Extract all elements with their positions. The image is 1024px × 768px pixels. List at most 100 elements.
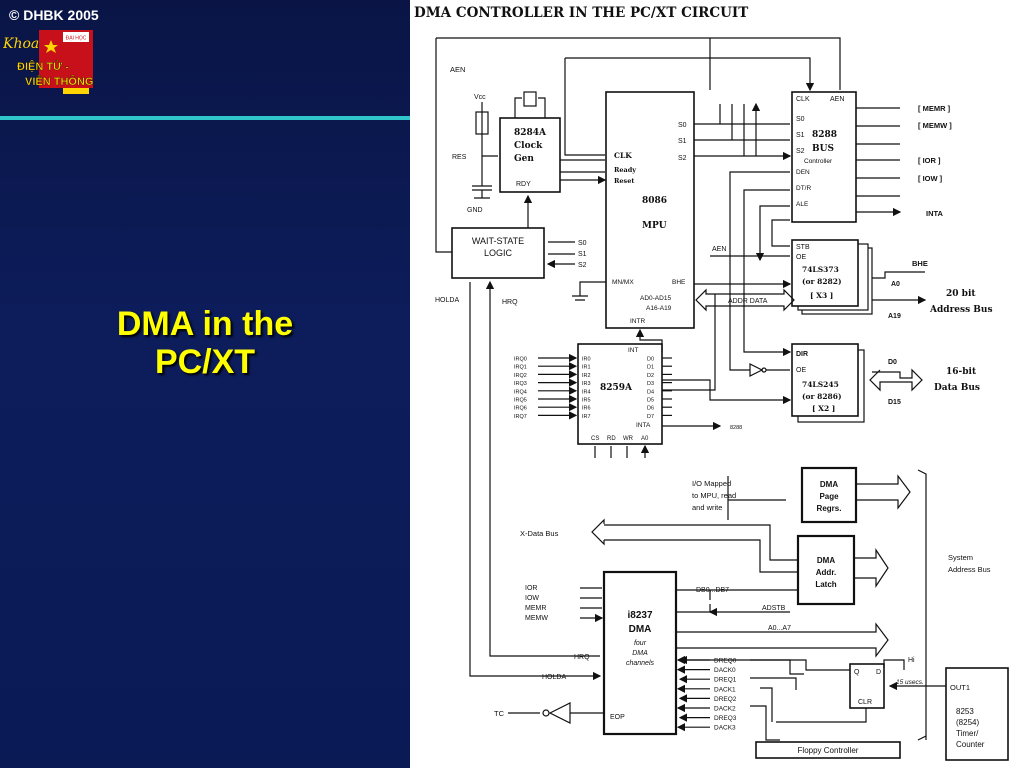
pic-wr: WR (623, 436, 634, 442)
slide-left-panel: © DHBK 2005 ĐẠI HỌC Khoa ĐIỆN TỬ - VIỄN … (0, 0, 410, 768)
pic-d-6: D6 (647, 406, 654, 412)
bus-out-memr: [ MEMR ] (918, 104, 951, 113)
holda-left-label: HOLDA (435, 297, 459, 304)
crystal-leads (514, 97, 546, 118)
tc-label: TC (494, 709, 505, 718)
a19-label: A19 (888, 313, 901, 320)
irq-label-4: IRQ4 (514, 389, 527, 395)
wait-state-logic-box (451, 227, 545, 279)
bus-out-memw: [ MEMW ] (918, 121, 952, 130)
bus-dtr: DT/R (796, 185, 811, 192)
pic-a0: A0 (641, 436, 649, 442)
logo-line2: VIỄN THÔNG (25, 75, 93, 88)
rdy-label: RDY (516, 181, 531, 188)
pic-bottom-inputs (594, 446, 645, 458)
ir-in-6: IR6 (582, 406, 591, 412)
crystal-icon (523, 91, 537, 107)
ff-clr-link (776, 708, 867, 723)
addrbus-line2: Address Bus (929, 305, 993, 315)
dma-ctrl-iow: IOW (525, 595, 539, 602)
mpu-s0: S0 (678, 122, 687, 129)
bus-out-iow: [ IOW ] (918, 174, 943, 183)
logo-line1: ĐIỆN TỬ - (17, 60, 69, 73)
clock-outputs (560, 159, 605, 180)
flip-flop-chip (849, 663, 885, 709)
pic-d-1: D1 (647, 365, 654, 371)
dma-hrq-label: HRQ (574, 654, 590, 661)
gnd-label: GND (467, 207, 483, 214)
res-network (472, 102, 498, 199)
mpu-intr: INTR (630, 318, 645, 325)
databus-line2: Data Bus (934, 383, 980, 393)
page-line1: DMA (820, 480, 838, 489)
mpu-name1: 8086 (642, 196, 667, 206)
faculty-logo: ĐẠI HỌC Khoa ĐIỆN TỬ - VIỄN THÔNG (3, 30, 94, 94)
irq-label-6: IRQ6 (514, 406, 527, 412)
pic-d-0: D0 (647, 357, 654, 363)
inta-8288-label: 8288 (730, 425, 742, 431)
mpu-s1: S1 (678, 138, 687, 145)
addrlatch-line3: Latch (815, 580, 836, 589)
mpu-reset: Reset (614, 177, 634, 185)
dma-sub2: DMA (632, 650, 648, 657)
vcc-label: Vcc (474, 94, 486, 101)
mpu-clk: CLK (614, 151, 632, 160)
xcvr-chip (791, 343, 859, 417)
dreq-label-6: DREQ3 (714, 715, 737, 722)
star-icon (44, 40, 58, 53)
logo-footer-bar (63, 88, 89, 94)
mpu-status-lines (694, 123, 790, 156)
mnmx-ground (572, 281, 606, 301)
hrq-left-label: HRQ (502, 299, 518, 306)
pic-d-3: D3 (647, 381, 654, 387)
timer-name4: Counter (956, 740, 985, 749)
system-bus-bracket (917, 469, 927, 741)
waitstate-line2: LOGIC (484, 248, 513, 258)
xcvr-oe: OE (796, 367, 806, 374)
dma-sub1: four (634, 640, 647, 647)
floppy-controller-box (755, 741, 901, 759)
logo-badge-text: ĐẠI HỌC (66, 36, 87, 42)
xdata-label: X-Data Bus (520, 529, 559, 538)
pic-cs: CS (591, 436, 599, 442)
bus-name2: BUS (812, 144, 834, 154)
dreq-label-7: DACK3 (714, 725, 736, 732)
timer-name3: Timer/ (956, 729, 979, 738)
xcvr-name1: 74LS245 (802, 380, 839, 389)
pic-data-xcvr (662, 379, 792, 405)
header-divider (0, 116, 410, 120)
ws-s2: S2 (578, 262, 587, 269)
pic-d-2: D2 (647, 373, 654, 379)
dma-eop-label: EOP (610, 714, 625, 721)
dma-data-links (710, 590, 790, 612)
irq-label-5: IRQ5 (514, 398, 527, 404)
ff-clr: CLR (858, 699, 872, 706)
page-register-box (800, 466, 858, 524)
bus-out-ior: [ IOR ] (918, 156, 941, 165)
dma-circuit-diagram: DMA CONTROLLER IN THE PC/XT CIRCUIT AEN … (410, 0, 1024, 768)
ws-s-inputs (548, 241, 575, 264)
io-mapped-line3: and write (692, 503, 722, 512)
dreq-label-3: DACK1 (714, 686, 736, 693)
dma-controller-chip (602, 570, 678, 736)
bus-den: DEN (796, 169, 810, 176)
floppy-label: Floppy Controller (798, 746, 859, 755)
dma-ctrl-ior: IOR (525, 585, 537, 592)
latch-chip (791, 239, 859, 307)
d0-label: D0 (888, 359, 897, 366)
clockgen-line3: Gen (514, 154, 534, 164)
mpu-s2: S2 (678, 155, 687, 162)
ws-s1: S1 (578, 251, 587, 258)
page-io-link (727, 476, 786, 520)
pic-inta: INTA (636, 422, 651, 429)
pic-d-4: D4 (647, 389, 654, 395)
a0a7-label: A0...A7 (768, 625, 791, 632)
mpu-ad1: AD0-AD15 (640, 295, 671, 302)
data-bus-arrow (869, 368, 923, 392)
bus-aen: AEN (830, 96, 844, 103)
clock-gen-chip (499, 117, 561, 193)
ws-s0: S0 (578, 240, 587, 247)
ir-in-3: IR3 (582, 381, 591, 387)
logo-badge (63, 32, 89, 42)
